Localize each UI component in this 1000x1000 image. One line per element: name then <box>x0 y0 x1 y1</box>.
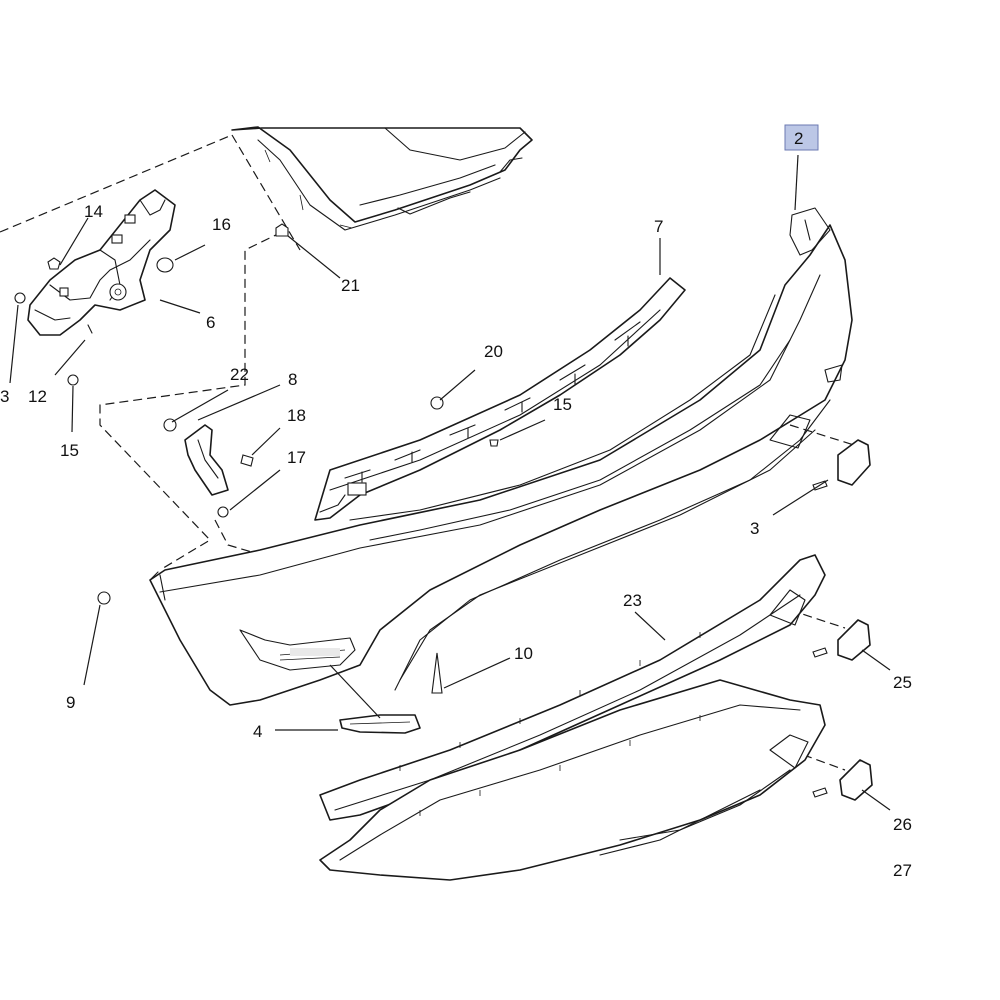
callout-4: 4 <box>253 722 262 741</box>
callout-15-left: 15 <box>60 441 79 460</box>
callout-20: 20 <box>484 342 503 361</box>
left-bracket-assembly <box>27 189 176 336</box>
lower-diffuser <box>319 679 826 881</box>
callout-23: 23 <box>623 591 642 610</box>
callout-3-left: 3 <box>0 387 9 406</box>
callout-labels: 2 3 3 4 6 7 8 9 10 12 14 15 15 16 17 18 … <box>0 129 912 880</box>
callout-22: 22 <box>230 365 249 384</box>
callout-17: 17 <box>287 448 306 467</box>
callout-16: 16 <box>212 215 231 234</box>
callout-2: 2 <box>794 129 803 148</box>
callout-6: 6 <box>206 313 215 332</box>
callout-10: 10 <box>514 644 533 663</box>
callout-21: 21 <box>341 276 360 295</box>
callout-7: 7 <box>654 217 663 236</box>
callout-8: 8 <box>288 370 297 389</box>
side-bracket <box>163 418 254 518</box>
callout-9: 9 <box>66 693 75 712</box>
rear-bumper-cover <box>149 207 853 706</box>
callout-15-right: 15 <box>553 395 572 414</box>
callout-14: 14 <box>84 202 103 221</box>
assembly-dashed-lines <box>0 134 871 771</box>
leader-lines <box>9 154 891 811</box>
left-hardware <box>14 223 289 386</box>
callout-26: 26 <box>893 815 912 834</box>
rear-quarter-panel <box>231 126 533 231</box>
callout-3-right: 3 <box>750 519 759 538</box>
callout-12: 12 <box>28 387 47 406</box>
reflector-trim <box>339 714 421 734</box>
callout-27: 27 <box>893 861 912 880</box>
energy-absorber <box>314 277 686 521</box>
callout-18: 18 <box>287 406 306 425</box>
callout-25: 25 <box>893 673 912 692</box>
callout-2-highlight <box>784 124 819 151</box>
clips <box>97 591 443 694</box>
